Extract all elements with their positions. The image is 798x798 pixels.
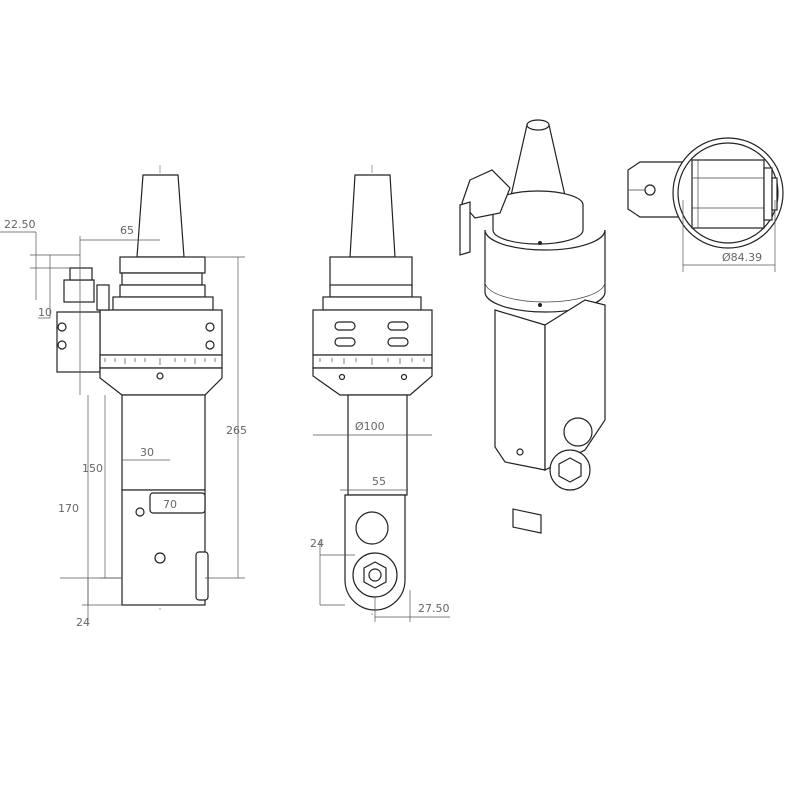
dim-arm-width: 30	[140, 446, 154, 459]
side-view: 265 65 22.50 10 30 150 170 24 70	[0, 165, 247, 629]
dim-top-diameter: Ø84.39	[722, 251, 762, 264]
dim-total-height: 265	[226, 424, 247, 437]
iso-taper	[509, 124, 567, 201]
dim-spindle-lateral: 27.50	[418, 602, 450, 615]
scale-ring	[99, 354, 223, 369]
top-view: Ø84.39	[627, 137, 784, 272]
dim-spindle-offset-left: 24	[76, 616, 90, 629]
isometric-view	[459, 119, 606, 534]
dim-arm-width-front: 55	[372, 475, 386, 488]
dim-body-diameter: Ø100	[355, 420, 385, 433]
label-plate	[149, 492, 206, 514]
arm	[121, 394, 206, 491]
dim-clamp-height: 10	[38, 306, 52, 319]
taper-shank-front	[349, 174, 396, 258]
dim-clamp-offset: 65	[120, 224, 134, 237]
front-view: Ø100 55 24 27.50	[310, 165, 450, 622]
dim-label-plate: 70	[163, 498, 177, 511]
dim-spindle-offset-front: 24	[310, 537, 324, 550]
dim-offset-top: 22.50	[4, 218, 36, 231]
spindle-nut	[195, 551, 209, 601]
iso-arm	[494, 309, 546, 471]
dim-arm-length: 150	[82, 462, 103, 475]
main-body	[99, 309, 223, 356]
dim-body-length: 170	[58, 502, 79, 515]
iso-clamp	[461, 169, 511, 219]
taper-shank	[136, 174, 185, 258]
